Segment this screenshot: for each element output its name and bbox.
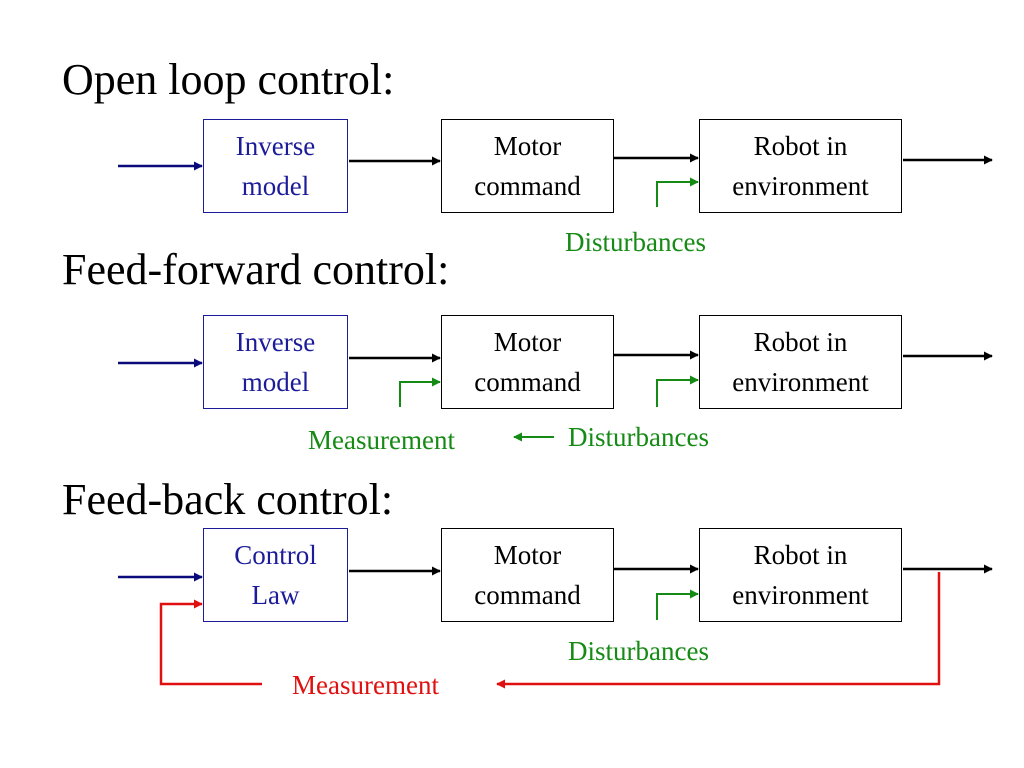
box-line: environment <box>732 367 869 397</box>
control-law-box: Control Law <box>203 528 348 622</box>
measurement-arrow <box>399 377 441 407</box>
box-line: Inverse <box>235 130 316 161</box>
measurement-label: Measurement <box>292 670 439 700</box>
motor-command-box: Motor command <box>441 528 614 622</box>
disturbance-arrow <box>656 589 699 620</box>
box-line: command <box>474 580 581 610</box>
disturbance-arrow <box>656 375 699 407</box>
box-line: Control <box>234 539 317 570</box>
heading-feed-back: Feed-back control: <box>62 475 394 524</box>
robot-in-environment-box: Robot in environment <box>699 119 902 213</box>
box-line: Robot in <box>753 130 848 161</box>
box-line: command <box>474 171 581 201</box>
heading-feed-forward: Feed-forward control: <box>62 245 450 294</box>
disturbances-label: Disturbances <box>568 636 709 666</box>
feedback-loop-return <box>496 572 941 689</box>
box-line: Robot in <box>753 539 848 570</box>
motor-command-box: Motor command <box>441 315 614 409</box>
disturbance-arrow <box>656 177 699 207</box>
box-line: Motor <box>493 130 562 161</box>
box-line: Robot in <box>753 326 848 357</box>
box-line: Inverse <box>235 326 316 357</box>
robot-in-environment-box: Robot in environment <box>699 315 902 409</box>
feedback-loop-input <box>159 599 262 686</box>
disturbances-label: Disturbances <box>568 422 709 452</box>
inverse-model-box: Inverse model <box>203 119 348 213</box>
box-line: model <box>241 171 310 201</box>
box-line: model <box>241 367 310 397</box>
motor-command-box: Motor command <box>441 119 614 213</box>
heading-open-loop: Open loop control: <box>62 55 395 104</box>
box-line: Motor <box>493 539 562 570</box>
box-line: environment <box>732 580 869 610</box>
box-line: Law <box>251 580 300 610</box>
inverse-model-box: Inverse model <box>203 315 348 409</box>
box-line: Motor <box>493 326 562 357</box>
box-line: environment <box>732 171 869 201</box>
measurement-label: Measurement <box>308 425 455 455</box>
disturbances-label: Disturbances <box>565 227 706 257</box>
robot-in-environment-box: Robot in environment <box>699 528 902 622</box>
box-line: command <box>474 367 581 397</box>
